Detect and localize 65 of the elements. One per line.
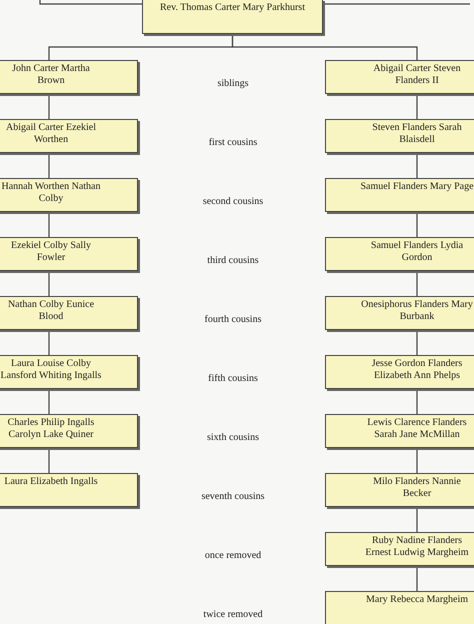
person-box — [325, 532, 474, 566]
person-box — [0, 119, 138, 153]
couple-names: Abigail Carter Ezekiel Worthen — [5, 122, 97, 145]
relationship-label: twice removed — [202, 609, 264, 620]
connector-line — [416, 96, 418, 119]
person-box — [0, 473, 138, 507]
person-box — [0, 60, 138, 94]
person-box — [325, 414, 474, 448]
person-box — [325, 355, 474, 389]
couple-names: John Carter Martha Brown — [11, 63, 91, 86]
connector-line — [232, 36, 418, 60]
couple-names: Laura Louise Colby Lansford Whiting Ingalls — [0, 358, 102, 381]
couple-names: Laura Elizabeth Ingalls — [3, 476, 99, 488]
couple-names: Charles Philip Ingalls Carolyn Lake Quiner — [6, 417, 96, 440]
connector-line — [48, 96, 50, 119]
connector-line — [416, 273, 418, 296]
connector-line — [48, 332, 50, 355]
couple-names: Jesse Gordon Flanders Elizabeth Ann Phelps — [370, 358, 464, 381]
couple-names: Rev. Thomas Carter Mary Parkhurst — [159, 2, 306, 14]
connector-line — [416, 509, 418, 532]
couple-names: Ezekiel Colby Sally Fowler — [10, 240, 92, 263]
connector-line — [416, 450, 418, 473]
connector-line — [416, 155, 418, 178]
connector-line — [48, 214, 50, 237]
person-box — [325, 473, 474, 507]
person-box — [0, 178, 138, 212]
couple-names: Steven Flanders Sarah Blaisdell — [371, 122, 463, 145]
couple-names: Samuel Flanders Mary Page — [359, 181, 474, 192]
couple-names: Mary Rebecca Margheim — [365, 594, 469, 606]
relationship-label: sixth cousins — [206, 432, 260, 443]
couple-names: Lewis Clarence Flanders Sarah Jane McMillan — [366, 417, 468, 440]
connector-line — [416, 214, 418, 237]
relationship-label: fifth cousins — [207, 373, 259, 384]
connector-line — [416, 568, 418, 591]
relationship-label: third cousins — [206, 255, 260, 266]
person-box — [0, 237, 138, 271]
person-box — [0, 355, 138, 389]
couple-names: Onesiphorus Flanders Mary Burbank — [360, 299, 474, 322]
relationship-label: siblings — [216, 78, 250, 89]
person-box — [0, 414, 138, 448]
couple-names: Nathan Colby Eunice Blood — [6, 299, 96, 322]
connector-line — [416, 391, 418, 414]
person-box — [0, 296, 138, 330]
couple-names: Milo Flanders Nannie Becker — [372, 476, 462, 499]
connector-line — [48, 450, 50, 473]
person-box — [325, 237, 474, 271]
person-box — [325, 60, 474, 94]
couple-names: Ruby Nadine Flanders Ernest Ludwig Margheim — [364, 535, 470, 558]
person-box — [325, 591, 474, 624]
relationship-label: once removed — [204, 550, 262, 561]
couple-names: Samuel Flanders Lydia Gordon — [370, 240, 464, 263]
person-box — [325, 178, 474, 212]
connector-line — [48, 273, 50, 296]
person-box — [142, 0, 323, 34]
connector-line — [416, 332, 418, 355]
relationship-label: seventh cousins — [200, 491, 266, 502]
connector-line — [48, 391, 50, 414]
person-box — [325, 296, 474, 330]
relationship-label: fourth cousins — [204, 314, 262, 325]
relationship-label: first cousins — [208, 137, 258, 148]
couple-names: Abigail Carter Steven Flanders II — [372, 63, 462, 86]
person-box — [325, 119, 474, 153]
couple-names: Hannah Worthen Nathan Colby — [0, 181, 102, 204]
connector-line — [48, 155, 50, 178]
relationship-label: second cousins — [202, 196, 264, 207]
